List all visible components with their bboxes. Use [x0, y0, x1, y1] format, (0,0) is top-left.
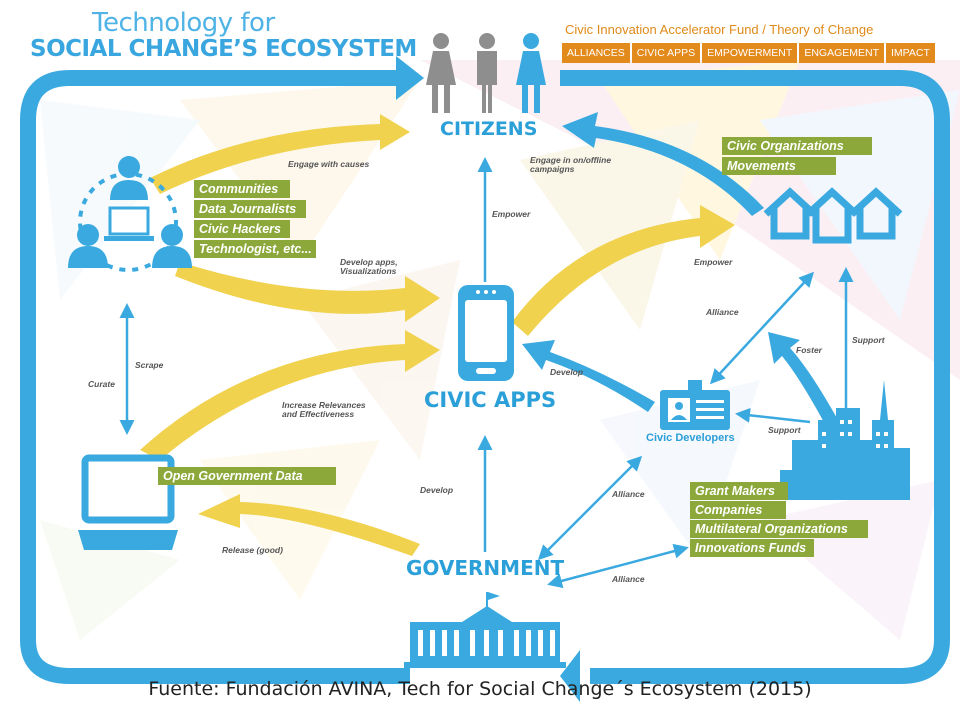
citizens-label: CITIZENS — [440, 118, 538, 140]
label-develop-apps-1: Develop apps, — [340, 257, 398, 267]
communities-list: Communities Data Journalists Civic Hacke… — [194, 180, 316, 258]
funders-list: Grant Makers Companies Multilateral Orga… — [690, 482, 868, 557]
yellow-arrow-release — [198, 494, 420, 556]
label-develop-apps-2: Visualizations — [340, 266, 397, 276]
label-support-top: Support — [852, 335, 885, 345]
tab-empowerment: EMPOWERMENT — [702, 43, 798, 63]
label-grant-makers: Grant Makers — [690, 482, 788, 500]
label-alliance-top: Alliance — [706, 307, 739, 317]
label-engage-campaigns-2: campaigns — [530, 164, 575, 174]
tab-civic-apps: CIVIC APPS — [631, 43, 701, 63]
label-communities: Communities — [194, 180, 290, 198]
tab-alliances: ALLIANCES — [562, 43, 630, 63]
label-scrape: Scrape — [135, 360, 164, 370]
blue-arrow-engage-campaigns — [562, 112, 764, 216]
blue-arrow-develop — [522, 340, 655, 412]
label-empower-orgs: Empower — [694, 257, 733, 267]
label-innovations-funds: Innovations Funds — [690, 539, 814, 557]
label-empower-citizens: Empower — [492, 209, 531, 219]
thin-arrows — [119, 157, 854, 589]
id-card-icon — [660, 380, 730, 430]
label-companies: Companies — [690, 501, 786, 519]
civic-orgs-list: Civic Organizations Movements — [722, 137, 872, 175]
label-multilateral-organizations: Multilateral Organizations — [690, 520, 868, 538]
yellow-arrows — [140, 114, 735, 556]
open-data-box: Open Government Data — [158, 467, 336, 485]
houses-icon — [763, 187, 903, 244]
laptop-icon — [78, 454, 178, 550]
label-support-mid: Support — [768, 425, 801, 435]
label-curate: Curate — [88, 379, 115, 389]
civic-developers-label: Civic Developers — [646, 432, 735, 444]
label-develop-government: Develop — [420, 485, 454, 495]
tab-impact: IMPACT — [886, 43, 935, 63]
source-caption: Fuente: Fundación AVINA, Tech for Social… — [148, 678, 812, 700]
government-label: GOVERNMENT — [406, 556, 565, 580]
yellow-arrow-develop-apps — [175, 262, 440, 322]
label-data-journalists: Data Journalists — [194, 200, 306, 218]
theory-tabs: ALLIANCES CIVIC APPS EMPOWERMENT ENGAGEM… — [562, 43, 935, 63]
label-engage-causes: Engage with causes — [288, 159, 370, 169]
title-line-1: Technology for — [92, 8, 275, 38]
label-open-government-data: Open Government Data — [158, 467, 336, 485]
label-develop-civic: Develop — [550, 367, 584, 377]
label-engage-campaigns-1: Engage in on/offline — [530, 155, 612, 165]
government-building-icon — [404, 592, 566, 668]
label-civic-organizations: Civic Organizations — [722, 137, 872, 155]
yellow-arrow-engage — [150, 114, 410, 194]
tab-engagement: ENGAGEMENT — [799, 43, 884, 63]
label-alliance-mid: Alliance — [612, 489, 645, 499]
label-increase-1: Increase Relevances — [282, 400, 366, 410]
label-foster: Foster — [796, 345, 822, 355]
city-buildings-icon — [780, 380, 910, 500]
label-alliance-bottom: Alliance — [612, 574, 645, 584]
label-release: Release (good) — [222, 545, 283, 555]
outer-cycle-arrow — [20, 56, 950, 702]
title-line-2: SOCIAL CHANGE’S ECOSYSTEM — [30, 36, 417, 62]
label-increase-2: and Effectiveness — [282, 409, 355, 419]
yellow-arrow-increase — [140, 330, 440, 460]
community-people-icon — [68, 156, 192, 272]
phone-icon — [458, 285, 514, 381]
citizens-icon — [426, 33, 546, 113]
label-technologist: Technologist, etc... — [194, 240, 316, 258]
fund-title: Civic Innovation Accelerator Fund / Theo… — [565, 22, 874, 37]
yellow-arrow-empower — [512, 205, 735, 336]
label-movements: Movements — [722, 157, 836, 175]
civic-apps-label: CIVIC APPS — [424, 388, 557, 412]
label-civic-hackers: Civic Hackers — [194, 220, 290, 238]
